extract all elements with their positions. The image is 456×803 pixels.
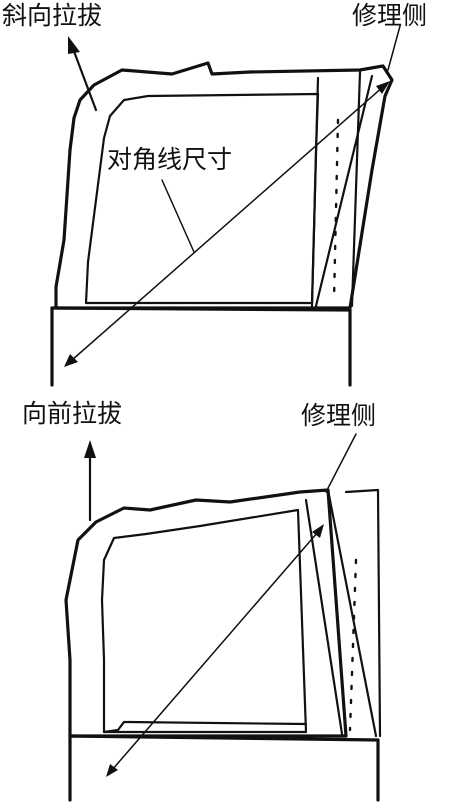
bottom-pull-arrow-head xyxy=(84,440,96,458)
bottom-pillar-dash xyxy=(348,558,358,732)
top-diagonal-leader xyxy=(161,179,195,253)
bottom-diagonal-line xyxy=(111,531,319,771)
top-pull-arrow-head xyxy=(68,36,80,54)
top-repair-leader xyxy=(387,25,401,71)
bottom-repair-leader xyxy=(325,433,357,493)
bottom-pillar-1 xyxy=(326,488,378,738)
top-pillar-2 xyxy=(350,70,362,308)
bottom-diagonal-head-end xyxy=(312,524,324,538)
bottom-pillar-door xyxy=(344,488,382,738)
top-pillar-3 xyxy=(314,74,374,308)
bottom-body-inner xyxy=(100,508,308,734)
label-diagonal-dimension: 对角线尺寸 xyxy=(107,145,233,174)
top-pillar-dash xyxy=(332,118,340,302)
bottom-step xyxy=(102,720,308,734)
top-body-outer xyxy=(54,61,394,310)
top-pillar-1 xyxy=(310,76,320,308)
label-top-repair-side: 修理侧 xyxy=(352,1,428,30)
top-diagonal-line xyxy=(71,85,385,361)
top-diagonal-head-end xyxy=(376,81,390,94)
top-diagonal-head-start xyxy=(64,354,78,367)
top-figure xyxy=(50,25,401,387)
bottom-diagonal-head-start xyxy=(106,764,118,777)
bottom-base xyxy=(68,734,380,742)
bottom-figure xyxy=(64,433,382,802)
label-forward-pull: 向前拉拔 xyxy=(22,399,123,428)
label-bottom-repair-side: 修理侧 xyxy=(301,401,377,430)
top-base xyxy=(50,306,352,312)
top-body-inner xyxy=(84,92,320,305)
label-diagonal-pull: 斜向拉拔 xyxy=(2,1,103,30)
top-pull-arrow-line xyxy=(70,44,98,112)
